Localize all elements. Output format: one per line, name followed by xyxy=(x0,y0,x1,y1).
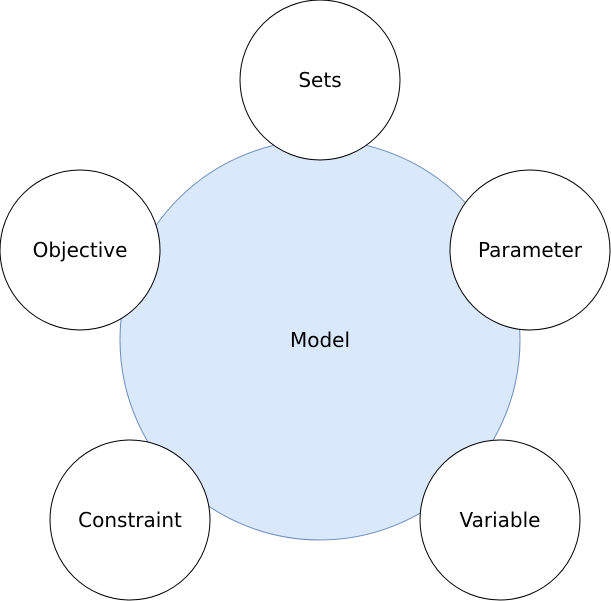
variable-label: Variable xyxy=(460,508,541,532)
parameter-label: Parameter xyxy=(478,238,583,262)
sets-node[interactable]: Sets xyxy=(239,0,401,161)
objective-node[interactable]: Objective xyxy=(0,169,161,331)
parameter-node[interactable]: Parameter xyxy=(449,169,611,331)
model-node[interactable]: Model xyxy=(119,139,521,541)
constraint-node[interactable]: Constraint xyxy=(49,439,211,601)
sets-label: Sets xyxy=(298,68,341,92)
model-label: Model xyxy=(290,328,350,352)
variable-node[interactable]: Variable xyxy=(419,439,581,601)
objective-circle xyxy=(0,169,161,331)
sets-circle xyxy=(239,0,401,161)
objective-label: Objective xyxy=(33,238,128,262)
constraint-label: Constraint xyxy=(78,508,182,532)
variable-circle xyxy=(419,439,581,601)
parameter-circle xyxy=(449,169,611,331)
constraint-circle xyxy=(49,439,211,601)
